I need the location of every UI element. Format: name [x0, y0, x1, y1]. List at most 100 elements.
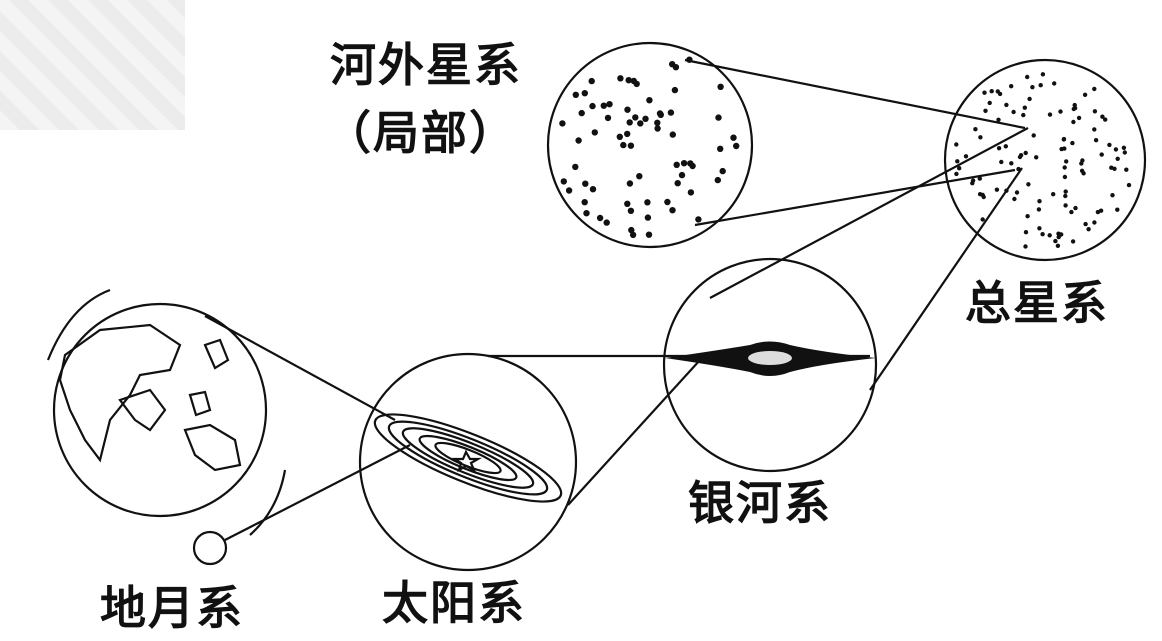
star-dot: [999, 159, 1004, 165]
star-dot: [626, 119, 633, 126]
star-dot: [1122, 150, 1128, 155]
star-dot: [1115, 156, 1120, 161]
star-dot: [1047, 112, 1053, 117]
star-dot: [687, 160, 694, 167]
star-dot: [973, 127, 978, 132]
star-dot: [1052, 81, 1057, 86]
star-dot: [1012, 196, 1017, 202]
star-dot: [982, 90, 987, 95]
star-dot: [1034, 155, 1039, 160]
star-dot: [603, 219, 610, 226]
star-dot: [1025, 74, 1030, 80]
star-dot: [629, 231, 637, 239]
star-dot: [1004, 102, 1009, 108]
star-dot: [1011, 109, 1016, 115]
star-dot: [1083, 221, 1088, 227]
star-dot: [616, 133, 623, 140]
star-dot: [996, 146, 1002, 151]
star-dot: [977, 176, 982, 181]
star-dot: [646, 97, 653, 104]
star-dot: [596, 214, 604, 222]
star-dot: [644, 199, 651, 206]
star-dot: [633, 80, 640, 88]
star-dot: [1124, 167, 1129, 172]
star-dot: [624, 106, 631, 113]
star-dot: [977, 192, 983, 197]
connector-line: [204, 315, 396, 421]
star-dot: [1003, 144, 1008, 149]
star-dot: [581, 90, 588, 97]
star-dot: [560, 178, 567, 185]
connector-line: [684, 58, 1026, 130]
star-dot: [578, 109, 585, 117]
continent-shape: [58, 323, 182, 463]
star-dot: [1121, 145, 1127, 150]
star-dot: [1092, 86, 1097, 92]
star-dot: [1056, 234, 1061, 240]
star-dot: [1038, 83, 1043, 88]
star-dot: [1009, 161, 1014, 166]
star-dot: [626, 180, 634, 187]
milky-way-circle: [662, 257, 878, 473]
connector-line: [567, 359, 701, 506]
continent-shape: [203, 338, 230, 370]
star-dot: [1037, 226, 1042, 231]
star-dot: [1055, 243, 1061, 248]
star-dot: [1058, 109, 1063, 114]
star-dot: [589, 186, 597, 193]
continent-shape: [188, 390, 212, 417]
star-dot: [654, 119, 661, 127]
star-dot: [627, 142, 635, 149]
star-dot: [1093, 138, 1099, 143]
star-dot: [1071, 119, 1076, 125]
star-dot: [591, 129, 598, 136]
star-dot: [1053, 238, 1058, 244]
star-dot: [1092, 109, 1098, 114]
planet-orbit: [387, 420, 549, 496]
star-dot: [644, 214, 652, 221]
star-dot: [1100, 114, 1105, 119]
star-dot: [686, 56, 693, 63]
star-dot: [1023, 150, 1028, 156]
watermark-pattern: [0, 0, 185, 130]
star-dot: [996, 117, 1001, 123]
star-dot: [1023, 230, 1029, 235]
star-dot: [680, 160, 688, 167]
label-solar-system: 太阳系: [382, 576, 526, 630]
star-dot: [1103, 117, 1108, 122]
star-dot: [667, 109, 675, 116]
star-dot: [1069, 209, 1074, 215]
star-dot: [1082, 92, 1088, 98]
star-dot: [983, 108, 988, 114]
label-milky-way: 银河系: [688, 476, 832, 530]
star-dot: [1040, 232, 1045, 237]
star-dot: [717, 83, 724, 91]
star-dot: [963, 154, 969, 159]
star-dot: [987, 100, 992, 106]
star-dot: [1021, 112, 1026, 118]
star-dot: [1072, 102, 1077, 108]
star-dot: [1061, 137, 1067, 142]
continent-shape: [118, 388, 167, 432]
star-dot: [1062, 165, 1067, 170]
star-dot: [717, 145, 724, 152]
star-dot: [1113, 147, 1119, 152]
connector-line: [694, 168, 1016, 227]
star-dot: [1107, 142, 1112, 148]
sun-star-icon: [451, 449, 483, 473]
galactic-bulge: [748, 351, 792, 365]
star-dot: [954, 171, 959, 177]
star-dot: [589, 102, 596, 110]
star-dot: [617, 75, 624, 82]
star-dot: [955, 159, 960, 164]
star-dot: [645, 231, 653, 238]
star-dot: [1099, 152, 1104, 157]
planet-orbit: [373, 413, 563, 503]
star-dot: [636, 173, 643, 180]
star-dot: [1016, 166, 1021, 172]
star-dot: [1022, 105, 1027, 110]
connector-line: [869, 167, 1023, 391]
star-dot: [1070, 140, 1075, 146]
star-dot: [678, 171, 686, 179]
